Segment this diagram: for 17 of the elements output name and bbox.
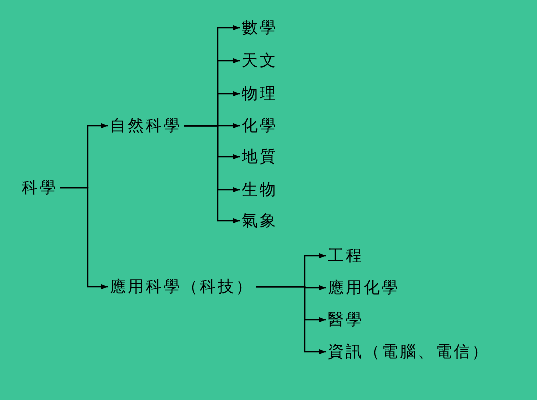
node-label: 物理 [242, 84, 278, 104]
node-label: 數學 [242, 18, 278, 38]
arrow [256, 286, 326, 355]
node-label: 應用化學 [328, 278, 400, 298]
node-label: 科學 [22, 178, 58, 198]
node-label: 自然科學 [110, 116, 182, 136]
arrow [184, 125, 240, 224]
node-label: 化學 [242, 116, 278, 136]
node-label: 工程 [328, 246, 364, 266]
node-label: 生物 [242, 180, 278, 200]
node-label: 資訊（電腦、電信） [328, 342, 490, 362]
node-label: 天文 [242, 51, 278, 71]
node-label: 地質 [242, 147, 278, 167]
node-label: 應用科學（科技） [110, 277, 254, 297]
node-label: 醫學 [328, 310, 364, 330]
node-label: 氣象 [242, 211, 278, 231]
arrow [60, 187, 108, 290]
